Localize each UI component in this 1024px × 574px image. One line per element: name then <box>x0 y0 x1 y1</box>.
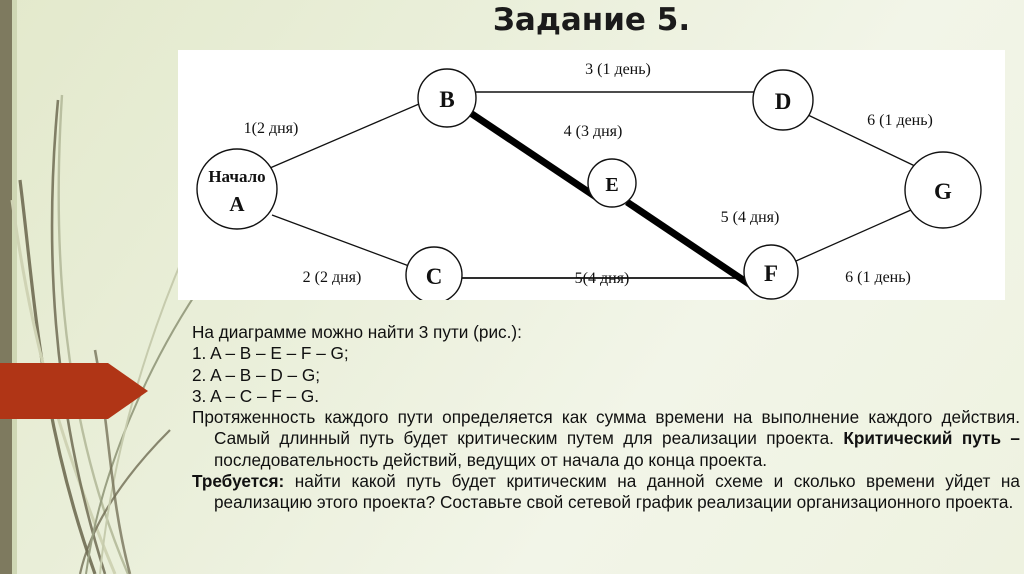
node-f-circle <box>743 244 799 300</box>
path-item-2: 2. A – B – D – G; <box>192 364 321 385</box>
path-item-3: 3. A – C – F – G. <box>192 385 320 406</box>
edge-label-b-e: 4 (3 дня) <box>564 123 623 140</box>
critical-path-term: Критический путь – <box>843 428 1020 449</box>
edge-label-f-g: 6 (1 день) <box>845 269 911 286</box>
critical-path-part2: последовательность действий, ведущих от … <box>214 449 768 470</box>
task-label: Требуется: <box>192 471 285 492</box>
node-d-circle <box>752 69 814 131</box>
node-g-label: G <box>934 179 952 204</box>
edge-a-b <box>269 103 420 169</box>
node-e-label: E <box>605 174 618 196</box>
page-title: Задание 5. <box>492 2 691 38</box>
node-g-circle <box>904 151 982 229</box>
edge-label-b-d: 3 (1 день) <box>585 61 651 78</box>
edge-label-a-c: 2 (2 дня) <box>303 269 362 286</box>
edge-label-d-g: 6 (1 день) <box>867 112 933 129</box>
node-d-label: D <box>775 89 792 114</box>
edge-label-c-f: 5(4 дня) <box>575 270 630 287</box>
task-description: найти какой путь будет критическим на да… <box>214 471 1020 513</box>
node-f-label: F <box>764 261 778 286</box>
critical-path-part1: Протяженность каждого пути определяется … <box>192 407 1020 449</box>
node-a-circle <box>196 148 278 230</box>
node-e-circle <box>587 158 637 208</box>
network-diagram-panel: Начало A B C D E F G 1(2 дня) 3 (1 день)… <box>178 50 1005 300</box>
left-edge-highlight <box>12 0 17 574</box>
edge-d-g <box>807 114 918 168</box>
edge-label-a-b: 1(2 дня) <box>244 120 299 137</box>
intro-line: На диаграмме можно найти 3 пути (рис.): <box>192 322 522 342</box>
node-c-label: C <box>426 264 443 289</box>
node-a-label: A <box>229 192 245 216</box>
node-b-label: B <box>439 87 454 112</box>
explanation-text-block: На диаграмме можно найти 3 пути (рис.): … <box>192 322 1020 514</box>
edge-f-g <box>795 209 912 262</box>
left-edge-stripe <box>0 0 12 574</box>
diagram-edges <box>269 91 918 289</box>
diagram-edge-labels: 1(2 дня) 3 (1 день) 4 (3 дня) 2 (2 дня) … <box>244 61 933 287</box>
edge-a-c <box>271 214 410 267</box>
edge-e-f-critical <box>625 199 754 289</box>
node-c-circle <box>405 246 463 300</box>
edge-label-e-f: 5 (4 дня) <box>721 209 780 226</box>
accent-arrow-shape <box>0 363 148 419</box>
task-paragraph: Требуется: найти какой путь будет критич… <box>192 471 1020 514</box>
path-item-1: 1. A – B – E – F – G; <box>192 343 349 364</box>
node-a-sublabel: Начало <box>208 167 265 186</box>
critical-path-paragraph: Протяженность каждого пути определяется … <box>192 407 1020 471</box>
diagram-nodes: Начало A B C D E F G <box>196 68 982 300</box>
node-b-circle <box>417 68 477 128</box>
edge-b-e-critical <box>467 109 601 202</box>
network-diagram: Начало A B C D E F G 1(2 дня) 3 (1 день)… <box>196 61 982 300</box>
